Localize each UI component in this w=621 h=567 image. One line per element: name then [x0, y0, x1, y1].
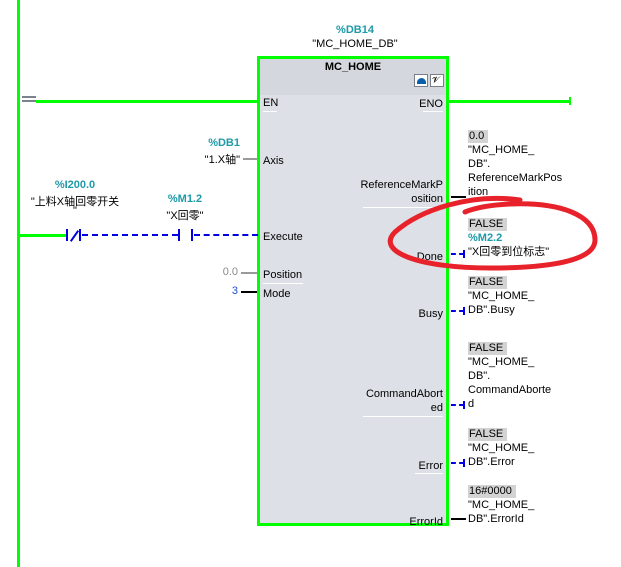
operand-line: "MC_HOME_ — [468, 356, 535, 368]
execute-powered-wire — [20, 234, 66, 237]
operand-line: DB".Busy — [468, 304, 515, 316]
pin-execute: Execute — [263, 231, 303, 243]
eno-wire-end — [569, 97, 571, 105]
done-name: "X回零到位标志" — [468, 246, 550, 258]
pin-mode: Mode — [263, 288, 291, 300]
pin-label-line: CommandAbort — [365, 388, 443, 400]
done-operand[interactable]: FALSE %M2.2 "X回零到位标志" — [468, 217, 549, 259]
errorid-value: 16#0000 — [468, 485, 516, 498]
operand-line: DB".ErrorId — [468, 513, 524, 525]
pin-axis: Axis — [263, 155, 284, 167]
cmdabort-value: FALSE — [468, 342, 508, 355]
pin-position: Position — [263, 269, 303, 281]
done-wire-end — [463, 250, 465, 258]
done-wire — [451, 253, 464, 255]
mode-value[interactable]: 3 — [231, 285, 238, 297]
block-title: MC_HOME — [324, 61, 382, 73]
position-wire — [241, 272, 257, 274]
diagnostics-stethoscope-icon[interactable]: 𝓥 — [430, 74, 444, 87]
contact2-name[interactable]: "X回零" — [166, 210, 204, 222]
cmdabort-operand[interactable]: FALSE "MC_HOME_ DB". CommandAborte d — [468, 341, 551, 411]
pin-underline — [415, 473, 443, 474]
done-value: FALSE — [468, 218, 508, 231]
errorid-wire — [451, 518, 466, 520]
operand-line: "MC_HOME_ — [468, 290, 535, 302]
busy-wire — [451, 310, 464, 312]
contact1-name-end: " — [73, 205, 77, 217]
pin-commandaborted: CommandAbort ed — [366, 387, 443, 415]
error-value: FALSE — [468, 428, 508, 441]
pin-en: EN — [263, 97, 279, 109]
pin-error: Error — [418, 460, 443, 472]
cmdabort-wire — [451, 404, 464, 406]
axis-wire — [243, 158, 257, 160]
rung-connector-icon — [20, 96, 36, 102]
busy-value: FALSE — [468, 276, 508, 289]
operand-line: "MC_HOME_ — [468, 442, 535, 454]
normally-open-contact-icon[interactable] — [178, 229, 194, 243]
errorid-operand[interactable]: 16#0000 "MC_HOME_ DB".ErrorId — [468, 484, 534, 526]
operand-line: DB".Error — [468, 456, 515, 468]
normally-closed-contact-icon[interactable] — [66, 229, 82, 243]
operand-line: DB". — [468, 158, 491, 170]
position-value[interactable]: 0.0 — [222, 266, 238, 278]
busy-operand[interactable]: FALSE "MC_HOME_ DB".Busy — [468, 275, 534, 317]
eno-wire — [448, 100, 570, 103]
refmark-wire — [451, 196, 466, 198]
instance-address: %DB14 — [336, 24, 374, 36]
refmark-operand[interactable]: 0.0 "MC_HOME_ DB". ReferenceMarkPos itio… — [468, 129, 562, 199]
pin-label-line: osition — [411, 193, 443, 205]
mode-wire — [241, 291, 257, 293]
cmdabort-wire-end — [463, 401, 465, 409]
refmark-value: 0.0 — [468, 130, 489, 143]
error-operand[interactable]: FALSE "MC_HOME_ DB".Error — [468, 427, 534, 469]
pin-underline — [263, 283, 303, 284]
error-wire — [451, 462, 464, 464]
contact2-address: %M1.2 — [167, 193, 203, 205]
mc-home-block[interactable]: MC_HOME 𝓥 EN ENO Axis Execute Position M… — [257, 56, 449, 528]
operand-line: DB". — [468, 370, 491, 382]
operand-line: ition — [468, 186, 489, 198]
axis-name[interactable]: "1.X轴" — [204, 154, 240, 166]
power-rail — [17, 0, 20, 567]
operand-line: d — [468, 398, 475, 410]
monitor-icon[interactable] — [414, 74, 428, 87]
busy-wire-end — [463, 307, 465, 315]
execute-wire-1 — [82, 234, 178, 236]
pin-underline — [263, 111, 277, 112]
en-wire — [36, 100, 259, 103]
contact1-name[interactable]: "上料X轴回零开关 — [30, 196, 120, 208]
execute-wire-2 — [194, 234, 258, 236]
operand-line: "MC_HOME_ — [468, 499, 535, 511]
contact1-address: %I200.0 — [54, 179, 96, 191]
pin-underline — [423, 111, 443, 112]
pin-underline — [363, 207, 443, 208]
operand-line: CommandAborte — [468, 384, 552, 396]
axis-address: %DB1 — [208, 137, 240, 149]
operand-line: ReferenceMarkPos — [468, 172, 563, 184]
operand-line: "MC_HOME_ — [468, 144, 535, 156]
pin-errorid: ErrorId — [409, 516, 443, 528]
red-annotation-circle — [387, 195, 598, 271]
error-wire-end — [463, 459, 465, 467]
pin-underline — [363, 416, 443, 417]
pin-eno: ENO — [419, 98, 443, 110]
pin-label-line: ReferenceMarkP — [360, 179, 443, 191]
done-address: %M2.2 — [468, 232, 503, 244]
instance-name[interactable]: "MC_HOME_DB" — [312, 38, 398, 50]
pin-busy: Busy — [418, 308, 443, 320]
pin-referencemarkposition: ReferenceMarkP osition — [360, 178, 443, 206]
pin-label-line: ed — [430, 402, 443, 414]
